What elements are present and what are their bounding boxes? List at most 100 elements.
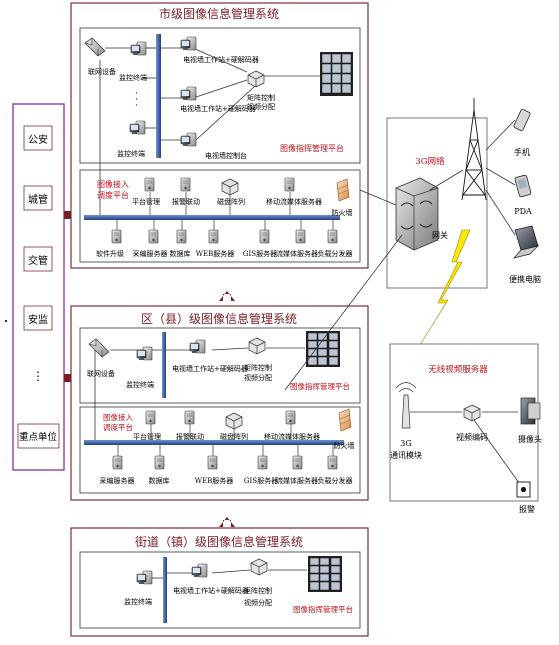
city-horizontal-bus <box>84 215 340 220</box>
street-title: 街道（镇）级图像信息管理系统 <box>135 534 303 549</box>
city-web-server-icon <box>208 229 219 244</box>
district-load-balance-label: 负载分发器 <box>318 476 353 485</box>
city-collect-server-icon <box>148 229 159 244</box>
phone-icon <box>513 109 531 131</box>
wireless-video-server: 无线视频服务器 3G 通讯模块 视频编码 摄像头 报警 <box>389 343 542 514</box>
dept-urban: 城管 <box>28 193 48 206</box>
district-collect-server-label: 采编服务器 <box>100 476 135 485</box>
phone-label: 手机 <box>514 147 530 157</box>
district-mobile-stream-label: 移动流媒体服务器 <box>264 432 320 441</box>
street-matrix-label-1: 矩阵控制 <box>244 586 272 595</box>
department-frame <box>12 103 65 471</box>
dept-box-police <box>23 125 53 151</box>
city-collect-server-label: 采编服务器 <box>133 249 168 258</box>
city-command-platform: 图像指挥管理平台 <box>280 143 344 153</box>
city-matrix-label-1: 矩阵控制 <box>247 93 275 102</box>
district-stream-server-icon <box>292 455 303 470</box>
city-terminal-ellipsis-3: · <box>135 101 138 111</box>
tower-icon <box>461 98 487 201</box>
district-system: 区（县）级图像信息管理系统 联网设备 监控终端 电视墙工作站+硬解码器 矩阵控制… <box>70 305 369 501</box>
module-label-1: 3G <box>400 439 411 448</box>
district-tv-workstation-label: 电视墙工作站+硬解码器 <box>172 364 248 373</box>
city-network-device-label: 联网设备 <box>88 67 116 76</box>
street-matrix-label-2: 视频分配 <box>244 598 272 607</box>
district-vertical-bus <box>162 332 166 398</box>
city-platform-mgmt-icon <box>144 177 155 192</box>
wireless-title: 无线视频服务器 <box>428 364 488 375</box>
lightning-icon <box>419 229 471 346</box>
district-disk-array-label: 磁盘阵列 <box>220 432 248 441</box>
city-upper-panel <box>79 27 361 164</box>
alarm-label: 报警 <box>519 504 535 514</box>
district-access-platform-2: 调度平台 <box>103 422 133 432</box>
district-access-platform-1: 图像接入 <box>103 412 133 422</box>
city-monitor-terminal-label: 监控终端 <box>119 73 147 82</box>
street-command-platform: 图像指挥管理平台 <box>293 604 353 614</box>
camera-icon <box>520 397 541 425</box>
district-web-server-label: WEB服务器 <box>195 476 233 485</box>
city-tv-console-label: 电视墙控制台 <box>205 151 247 160</box>
city-disk-array-label: 磁盘阵列 <box>217 197 245 206</box>
district-load-balance-icon <box>327 455 338 470</box>
laptop-icon <box>513 225 540 259</box>
district-web-server-icon <box>207 455 218 470</box>
district-network-device-label: 联网设备 <box>87 369 115 378</box>
district-platform-mgmt-label: 平台管理 <box>133 432 161 441</box>
module-label-2: 通讯模块 <box>390 450 422 460</box>
district-gis-server-label: GIS服务器 <box>244 476 278 485</box>
city-load-balance-icon <box>327 229 338 244</box>
district-firewall-label: 防火墙 <box>334 441 355 450</box>
city-title: 市级图像信息管理系统 <box>159 6 279 21</box>
district-title: 区（县）级图像信息管理系统 <box>141 311 297 326</box>
dept-safety: 安监 <box>28 313 48 326</box>
city-terminal-ellipsis-1: · <box>135 89 138 99</box>
city-mobile-stream-label: 移动流媒体服务器 <box>266 197 322 206</box>
city-alarm-link-icon <box>180 177 191 192</box>
district-lower-panel <box>79 406 361 494</box>
district-stream-server-label: 流媒体服务器 <box>276 476 318 485</box>
pda-icon <box>514 174 532 198</box>
laptop-label: 便携电脑 <box>509 274 541 284</box>
district-gis-server-icon <box>257 455 268 470</box>
city-web-server-label: WEB服务器 <box>196 249 234 258</box>
city-stream-server-icon <box>295 229 306 244</box>
district-monitor-terminal-label: 监控终端 <box>126 380 154 389</box>
arrow-district-to-city <box>219 291 235 301</box>
street-system: 街道（镇）级图像信息管理系统 监控终端 电视墙工作站+硬解码器 矩阵控制 视频分… <box>70 527 369 637</box>
network-title: 3G网络 <box>415 156 445 167</box>
dept-box-safety <box>23 305 53 331</box>
street-tv-workstation-label: 电视墙工作站+硬解码器 <box>173 586 249 595</box>
city-video-wall-icon <box>319 51 354 97</box>
dept-box-traffic <box>23 246 53 272</box>
city-tv-workstation-label-a: 电视墙工作站+硬解码器 <box>183 55 259 64</box>
dept-traffic: 交管 <box>28 254 48 267</box>
encoder-label: 视频编码 <box>456 432 488 442</box>
city-mobile-stream-icon <box>284 177 295 192</box>
gateway-icon <box>395 177 439 251</box>
district-platform-mgmt-icon <box>145 410 156 425</box>
district-database-label: 数据库 <box>149 476 170 485</box>
district-alarm-link-label: 报警联动 <box>176 432 204 441</box>
district-database-icon <box>154 455 165 470</box>
dept-ellipsis: ⋮ <box>32 369 44 383</box>
city-firewall-label: 防火墙 <box>332 208 353 217</box>
city-stream-server-label: 流媒体服务器 <box>276 249 318 258</box>
city-gis-server-label: GIS服务器 <box>243 249 277 258</box>
city-alarm-link-label: 报警联动 <box>172 197 200 206</box>
city-load-balance-label: 负载分发器 <box>318 249 353 258</box>
district-command-platform: 图像指挥管理平台 <box>290 381 350 391</box>
antenna-icon <box>395 382 417 429</box>
city-system: 市级图像信息管理系统 联网设备 监控终端 · · · 监控终端 <box>70 2 369 269</box>
dept-police: 公安 <box>28 133 48 146</box>
district-mobile-stream-icon <box>285 410 296 425</box>
dept-key-unit: 重点单位 <box>19 431 58 443</box>
alarm-icon <box>516 481 531 498</box>
district-matrix-label-2: 视频分配 <box>244 373 272 382</box>
city-firewall-icon <box>336 178 350 202</box>
dept-box-key-unit <box>17 423 60 449</box>
city-matrix-label-2: 视频分配 <box>247 102 275 111</box>
side-dot <box>5 320 7 322</box>
city-gis-server-icon <box>259 229 270 244</box>
pda-label: PDA <box>514 207 532 216</box>
